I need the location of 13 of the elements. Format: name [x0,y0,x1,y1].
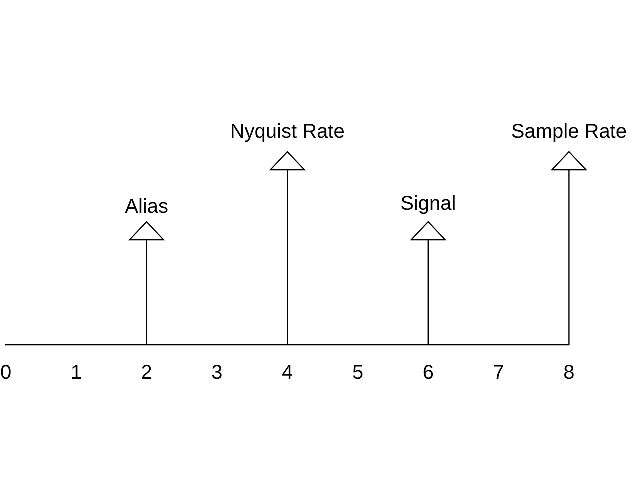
tick-label: 7 [493,362,504,384]
tick-label: 6 [422,362,434,384]
tick-label: 3 [212,362,223,384]
peak-label: Alias [125,196,168,218]
peak-label: Nyquist Rate [230,121,345,143]
tick-label: 5 [352,362,364,384]
tick-label: 1 [70,362,82,384]
tick-label: 4 [282,362,294,384]
tick-label: 8 [564,362,575,384]
tick-label: 2 [141,362,152,384]
tick-label: 0 [0,362,12,384]
peak-label: Sample Rate [511,121,627,143]
peak-label: Signal [400,193,456,215]
